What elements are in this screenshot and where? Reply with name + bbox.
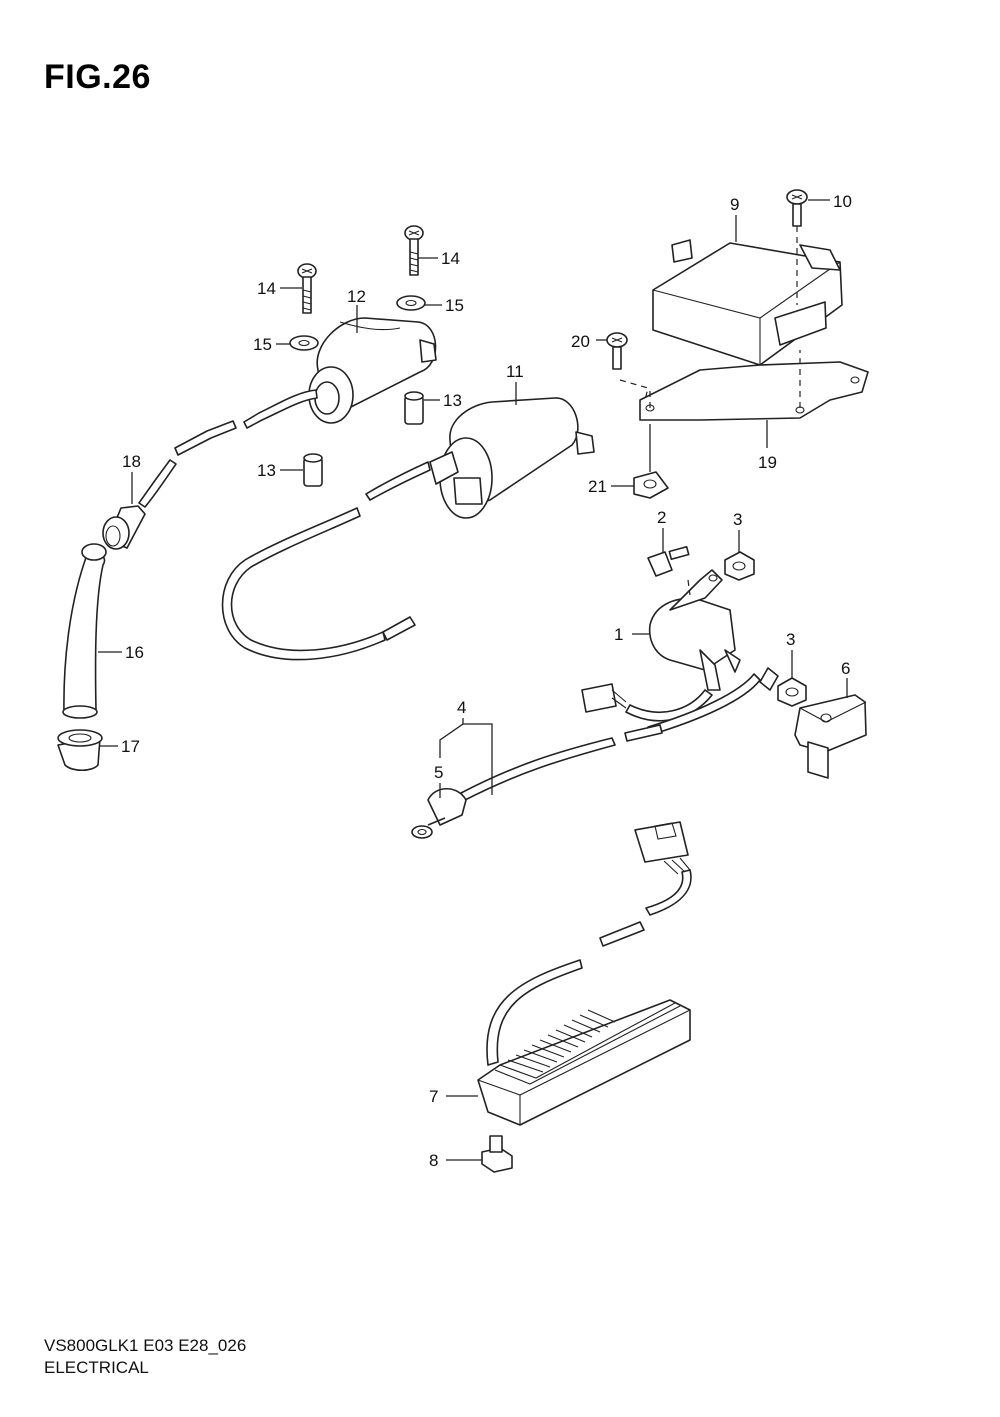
nut-21 [633,424,669,499]
relay-harness [581,667,779,736]
control-unit-9 [652,239,843,366]
callout-20: 20 [571,332,590,351]
washer-15-left [289,335,319,351]
callout-15b: 15 [445,296,464,315]
nut-3-upper [724,551,755,581]
callout-12: 12 [347,287,366,306]
bolt-20 [606,332,649,401]
callout-19: 19 [758,453,777,472]
callout-3b: 3 [786,630,795,649]
callout-17: 17 [121,737,140,756]
leader-lines [98,199,848,1161]
callout-14b: 14 [441,249,460,268]
callout-4: 4 [457,698,466,717]
nut-3-lower [777,677,807,707]
callout-numbers: 1 2 3 3 4 5 6 7 8 9 10 11 12 13 13 14 14… [121,192,852,1170]
cap-17 [57,729,103,772]
callout-16: 16 [125,643,144,662]
regulator-rectifier-7 [477,959,691,1126]
coil-11-lead [221,461,431,661]
terminal-5 [411,787,467,839]
starter-relay-1 [648,569,741,691]
callout-13a: 13 [443,391,462,410]
ignition-coil-11 [429,397,595,519]
bolt-10 [786,189,808,305]
regulator-harness [599,821,692,947]
bolt-8 [481,1135,513,1173]
plug-cap-16 [62,543,107,719]
figure-title: FIG.26 [44,58,151,96]
bolt-14-left [297,263,317,314]
bolt-14-right [404,225,424,276]
callout-9: 9 [730,195,739,214]
washer-15-right [396,295,426,311]
callout-13b: 13 [257,461,276,480]
bolt-2 [647,546,690,577]
collar-13-upper [404,391,424,425]
callout-3a: 3 [733,510,742,529]
ignition-coil-12 [308,317,437,424]
callout-11: 11 [506,362,524,381]
callout-8: 8 [429,1151,438,1170]
collar-13-lower [303,453,323,487]
plug-connector-18 [102,505,146,550]
model-code-label: VS800GLK1 E03 E28_026 [44,1336,247,1355]
callout-2: 2 [657,508,666,527]
relay-cover-6 [794,694,867,779]
callout-10: 10 [833,192,852,211]
callout-7: 7 [429,1087,438,1106]
callout-6: 6 [841,659,850,678]
callout-5: 5 [434,763,443,782]
callout-1: 1 [614,625,623,644]
coil-12-lead [138,389,318,508]
callout-18: 18 [122,452,141,471]
starter-cable-4 [460,724,663,801]
bracket-19 [639,350,869,421]
callout-14a: 14 [257,279,276,298]
section-label: ELECTRICAL [44,1358,149,1377]
callout-15a: 15 [253,335,272,354]
callout-21: 21 [588,477,607,496]
